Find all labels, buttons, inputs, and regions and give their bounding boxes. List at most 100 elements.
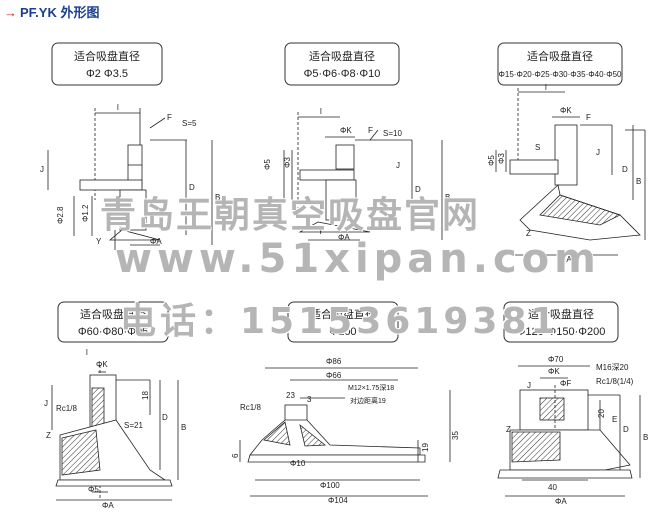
drawing-5-labels: Φ86 Φ66 M12×1.75深18 23 3 对边距离19 Rc1/8 6 … xyxy=(231,357,460,505)
d1-d-label: D xyxy=(189,183,195,192)
d4-b-label: B xyxy=(181,423,186,432)
drawing-1 xyxy=(47,108,213,250)
d4-d-label: D xyxy=(162,413,168,422)
arrow-icon: → xyxy=(4,5,17,20)
d1-a-label: ΦA xyxy=(150,237,162,246)
drawing-1-labels: l F S=5 J D B Φ2.8 Φ1.2 Y ΦA xyxy=(40,103,220,246)
d2-d-label: D xyxy=(415,185,421,194)
drawing-6 xyxy=(497,365,641,497)
d5-d86-label: Φ86 xyxy=(326,357,342,366)
d6-k-label: ΦK xyxy=(548,367,560,376)
spec-box-2-title: 适合吸盘直径 xyxy=(309,49,375,63)
watermark-line-2: www.51xipan.com xyxy=(115,236,601,282)
d6-j-label: J xyxy=(527,381,531,390)
d5-104-label: Φ104 xyxy=(328,496,348,505)
spec-box-6-sizes: Φ120·Φ150·Φ200 xyxy=(517,326,606,338)
d5-edge-label: 对边距离19 xyxy=(350,396,386,405)
page-heading: →PF.YK 外形图 xyxy=(4,2,99,21)
spec-box-5-sizes: Φ100 xyxy=(329,326,356,338)
d5-6-label: 6 xyxy=(231,453,240,458)
d6-e-label: E xyxy=(612,415,617,424)
d5-rc-label: Rc1/8 xyxy=(240,403,261,412)
d1-y-label: Y xyxy=(96,237,102,246)
d3-s-label: S xyxy=(535,143,540,152)
d5-35-label: 35 xyxy=(451,431,460,440)
spec-box-2: 适合吸盘直径 Φ5·Φ6·Φ8·Φ10 xyxy=(284,42,400,86)
d3-f-label: F xyxy=(586,113,591,122)
d3-z-label: Z xyxy=(526,229,531,238)
spec-box-3-title: 适合吸盘直径 xyxy=(527,49,593,63)
spec-box-3: 适合吸盘直径 Φ15·Φ20·Φ25·Φ30·Φ35·Φ40·Φ50 xyxy=(497,42,623,86)
drawing-3 xyxy=(495,88,646,256)
d4-z-label: Z xyxy=(46,431,51,440)
d6-f-label: ΦF xyxy=(560,379,571,388)
spec-box-3-sizes: Φ15·Φ20·Φ25·Φ30·Φ35·Φ40·Φ50 xyxy=(499,70,623,79)
d1-b-label: B xyxy=(215,193,220,202)
spec-box-6-title: 适合吸盘直径 xyxy=(528,307,594,321)
d1-s-label: S=5 xyxy=(182,119,197,128)
d4-k-label: ΦK xyxy=(96,360,108,369)
d5-23-label: 23 xyxy=(286,391,295,400)
d2-l-label: l xyxy=(320,107,322,116)
d6-z-label: Z xyxy=(506,425,511,434)
spec-box-5: 适合吸盘直径 Φ100 xyxy=(287,301,399,343)
d3-d5-label: Φ5 xyxy=(487,155,496,166)
d2-a-label: ΦA xyxy=(338,233,350,242)
d2-s-label: S=10 xyxy=(383,129,402,138)
d1-d12-label: Φ1.2 xyxy=(81,204,90,222)
spec-box-1-title: 适合吸盘直径 xyxy=(74,49,140,63)
watermark-line-3: 电话：15153619381 xyxy=(120,301,560,342)
d3-b-label: B xyxy=(636,177,641,186)
d5-19-label: 19 xyxy=(421,443,430,452)
spec-box-4: 适合吸盘直径 Φ60·Φ80·Φ95 xyxy=(57,301,169,343)
d5-3-label: 3 xyxy=(307,395,312,404)
d6-40-label: 40 xyxy=(548,483,557,492)
spec-box-2-sizes: Φ5·Φ6·Φ8·Φ10 xyxy=(304,68,381,80)
d1-f-label: F xyxy=(167,113,172,122)
d4-j-label: J xyxy=(44,399,48,408)
d5-m12-label: M12×1.75深18 xyxy=(348,383,394,392)
d4-a-label: ΦA xyxy=(102,501,114,510)
d2-j-label: J xyxy=(396,161,400,170)
d5-10-label: Φ10 xyxy=(290,459,306,468)
d4-s-label: S=21 xyxy=(124,421,143,430)
d3-k-label: ΦK xyxy=(560,106,572,115)
d6-b-label: B xyxy=(643,433,648,442)
drawing-2-labels: l ΦK F S=10 Φ5 Φ3 J D B Y ΦA xyxy=(263,107,450,242)
d3-j-label: J xyxy=(596,148,600,157)
drawing-3-labels: l ΦK F S Φ5 Φ3 J D B Z ΦA xyxy=(487,83,641,264)
d6-m16-label: M16深20 xyxy=(596,363,629,372)
d2-b-label: B xyxy=(445,193,450,202)
spec-box-4-sizes: Φ60·Φ80·Φ95 xyxy=(78,326,148,338)
spec-box-6: 适合吸盘直径 Φ120·Φ150·Φ200 xyxy=(503,301,619,343)
spec-box-1: 适合吸盘直径 Φ2 Φ3.5 xyxy=(51,42,163,86)
d6-20-label: 20 xyxy=(597,409,606,418)
d3-a-label: ΦA xyxy=(560,255,572,264)
d2-y-label: Y xyxy=(318,227,324,236)
d1-l-label: l xyxy=(117,103,119,112)
d1-d28-label: Φ2.8 xyxy=(56,206,65,224)
d3-l-label: l xyxy=(545,83,547,92)
d6-d-label: D xyxy=(623,425,629,434)
drawing-4-labels: l ΦK J 18 D B Rc1/8 S=21 Z Φ5 ΦA xyxy=(44,348,186,510)
d4-l-label: l xyxy=(86,348,88,357)
watermark-line-1: 青岛王朝真空吸盘官网 xyxy=(100,195,481,236)
d4-d5-label: Φ5 xyxy=(88,485,99,494)
spec-box-1-sizes: Φ2 Φ3.5 xyxy=(86,68,128,80)
drawing-2 xyxy=(283,112,443,241)
d4-rc-label: Rc1/8 xyxy=(56,404,77,413)
d2-d5-label: Φ5 xyxy=(263,159,272,170)
d2-d3-label: Φ3 xyxy=(283,157,292,168)
d2-k-label: ΦK xyxy=(340,126,352,135)
d6-70-label: Φ70 xyxy=(548,355,564,364)
drawing-5 xyxy=(239,367,451,497)
d3-d-label: D xyxy=(622,165,628,174)
d1-j-label: J xyxy=(40,165,44,174)
spec-box-4-title: 适合吸盘直径 xyxy=(80,307,146,321)
d4-18-label: 18 xyxy=(141,391,150,400)
heading-text: PF.YK 外形图 xyxy=(20,5,100,20)
spec-box-5-title: 适合吸盘直径 xyxy=(310,307,376,321)
drawing-6-labels: Φ70 ΦK ΦF M16深20 Rc1/8(1/4) J 20 Z E D B… xyxy=(506,355,648,506)
d2-f-label: F xyxy=(368,126,373,135)
